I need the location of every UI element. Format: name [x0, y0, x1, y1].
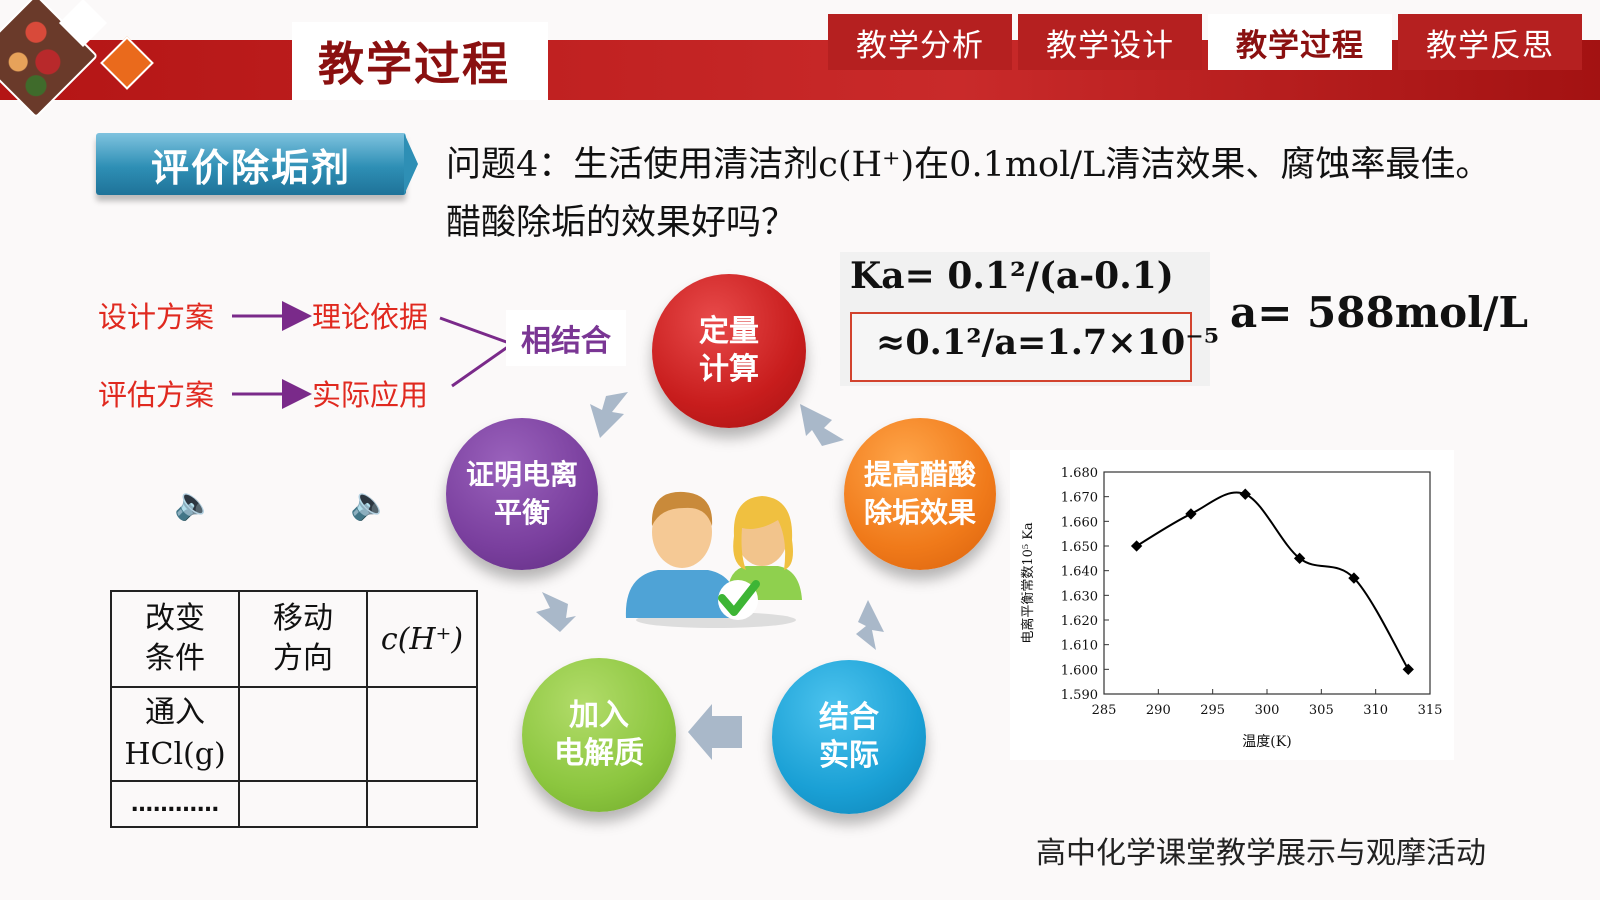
x-tick-label: 300 — [1255, 703, 1280, 718]
theory-basis-label: 理论依据 — [312, 300, 429, 334]
practice-label: 实际应用 — [312, 378, 429, 412]
cycle-circle-electrolyte: 加入电解质 — [522, 658, 676, 812]
plot-frame — [1103, 471, 1431, 695]
circle-label: 提高醋酸 — [863, 458, 976, 491]
speaker-icon[interactable]: 🔈 — [174, 484, 214, 522]
tab-analysis[interactable]: 教学分析 — [828, 14, 1012, 70]
circle-label: 实际 — [819, 738, 879, 773]
cycle-circle-practice: 结合实际 — [772, 660, 926, 814]
section-badge: 评价除垢剂 — [96, 133, 406, 195]
users-check-icon — [625, 491, 802, 628]
cycle-arrow-2 — [800, 404, 844, 446]
footer-caption: 高中化学课堂教学展示与观摩活动 — [1036, 836, 1486, 871]
data-point — [1402, 663, 1414, 675]
page-title: 教学过程 — [318, 37, 510, 91]
cycle-arrow-5 — [536, 592, 576, 632]
circle-label: 平衡 — [493, 496, 550, 529]
data-point — [1239, 488, 1251, 500]
design-plan-label: 设计方案 — [98, 300, 215, 334]
x-axis-label: 温度(K) — [1242, 734, 1291, 750]
result-value: a= 588mol/L — [1230, 288, 1528, 337]
badge-arrow-tip — [404, 133, 418, 195]
table-header-cell: c(H⁺) — [366, 590, 478, 688]
x-tick-label: 305 — [1309, 703, 1334, 718]
series-line — [1136, 491, 1410, 670]
circle-label: 电解质 — [554, 736, 644, 771]
tab-process[interactable]: 教学过程 — [1208, 14, 1392, 70]
badge-label: 评价除垢剂 — [150, 145, 351, 190]
cycle-circle-improve: 提高醋酸除垢效果 — [844, 418, 996, 570]
header-title-panel — [292, 22, 548, 100]
cycle-arrow-1 — [590, 392, 628, 438]
y-tick-label: 1.640 — [1061, 565, 1098, 580]
table-cell[interactable] — [366, 686, 478, 782]
circle-label: 证明电离 — [465, 458, 578, 491]
circle-label: 定量 — [699, 314, 759, 349]
tab-design[interactable]: 教学设计 — [1018, 14, 1202, 70]
data-point — [1130, 540, 1143, 552]
table-cell[interactable] — [238, 686, 368, 782]
data-point — [1185, 508, 1197, 520]
chart-panel — [1010, 450, 1454, 760]
tab-label: 教学设计 — [1046, 27, 1174, 64]
x-tick-label: 285 — [1092, 703, 1117, 718]
y-tick-label: 1.660 — [1061, 515, 1098, 530]
cycle-arrow-3 — [856, 600, 884, 650]
tab-label: 教学分析 — [856, 27, 984, 64]
ionization-chart: 1.590 1.600 1.610 1.620 1.630 1.640 1.650 1.660… — [1020, 466, 1443, 750]
y-tick-label: 1.590 — [1061, 688, 1098, 703]
circle-label: 除垢效果 — [863, 496, 976, 529]
table-row: ………… — [110, 780, 478, 828]
y-tick-label: 1.630 — [1061, 589, 1098, 604]
tab-label: 教学反思 — [1426, 27, 1554, 64]
table-cell: ………… — [110, 780, 240, 828]
y-axis-label: 电离平衡常数10⁵ Ka — [1020, 522, 1036, 644]
y-tick-label: 1.650 — [1061, 540, 1098, 555]
y-tick-label: 1.610 — [1061, 639, 1098, 654]
table-cell[interactable] — [238, 780, 368, 828]
cycle-arrow-4 — [688, 704, 742, 760]
circle-label: 计算 — [699, 352, 759, 387]
x-tick-label: 315 — [1418, 703, 1443, 718]
table-row: 通入 HCl(g) — [110, 686, 478, 782]
approx-formula: ≈0.1²/a=1.7×10⁻⁵ — [876, 322, 1220, 363]
circle-label: 加入 — [569, 698, 629, 733]
table-header-row: 改变 条件 移动 方向 c(H⁺) — [110, 590, 478, 688]
table-header-cell: 改变 条件 — [110, 590, 240, 688]
table-cell[interactable] — [366, 780, 478, 828]
approx-box — [850, 312, 1192, 382]
condition-table: 改变 条件 移动 方向 c(H⁺) 通入 HCl(g) ………… — [110, 590, 478, 828]
y-tick-label: 1.670 — [1061, 491, 1098, 506]
cycle-circle-ionization: 证明电离平衡 — [446, 418, 598, 570]
combine-label: 相结合 — [506, 310, 626, 366]
x-tick-label: 290 — [1146, 703, 1171, 718]
tab-reflection[interactable]: 教学反思 — [1398, 14, 1582, 70]
x-tick-label: 295 — [1200, 703, 1225, 718]
x-tick-label: 310 — [1363, 703, 1388, 718]
table-cell: 通入 HCl(g) — [110, 686, 240, 782]
y-tick-label: 1.680 — [1061, 466, 1098, 481]
y-tick-label: 1.620 — [1061, 614, 1098, 629]
table-header-cell: 移动 方向 — [238, 590, 368, 688]
tab-label: 教学过程 — [1236, 27, 1364, 64]
circle-label: 结合 — [819, 700, 879, 735]
evaluate-plan-label: 评估方案 — [98, 378, 215, 412]
ka-formula: Ka= 0.1²/(a-0.1) — [850, 255, 1174, 297]
y-tick-label: 1.600 — [1061, 663, 1098, 678]
cycle-circle-quantitative: 定量计算 — [652, 274, 806, 428]
speaker-icon[interactable]: 🔈 — [350, 484, 390, 522]
question-line-1: 问题4：生活使用清洁剂c(H⁺)在0.1mol/L清洁效果、腐蚀率最佳。 — [446, 145, 1491, 185]
question-line-2: 醋酸除垢的效果好吗？ — [446, 203, 797, 243]
